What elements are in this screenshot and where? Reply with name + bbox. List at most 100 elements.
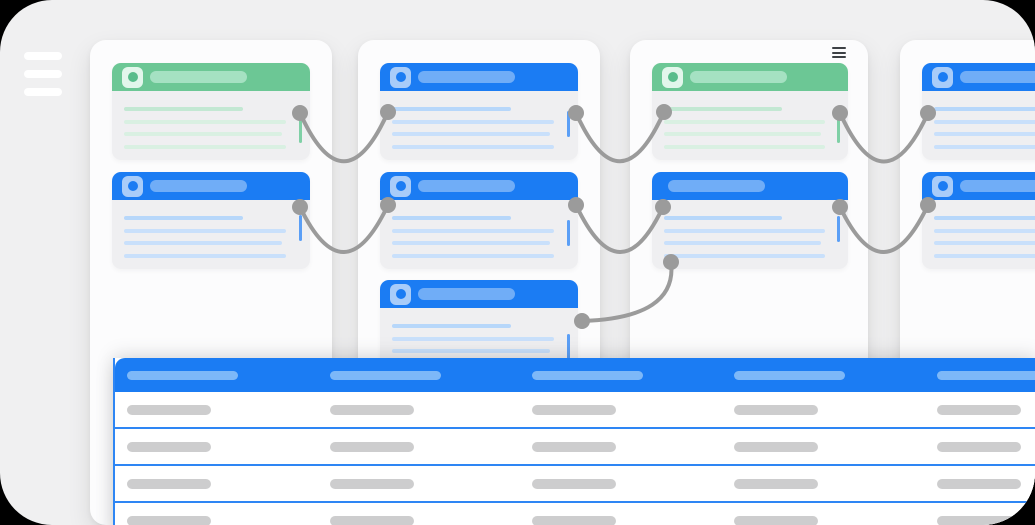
table-cell-placeholder [937,441,1021,452]
table-row[interactable] [115,501,1035,525]
table-header-row [115,358,1035,392]
card-type-icon [932,66,953,88]
task-card-blue[interactable] [112,172,310,269]
card-body [112,200,310,269]
card-header [380,172,578,200]
card-header [922,63,1035,91]
card-text-placeholder [124,229,287,233]
table-cell-placeholder [127,515,211,525]
card-status-tick [836,216,840,242]
card-title-placeholder [668,180,765,192]
task-card-blue[interactable] [922,63,1035,160]
card-type-icon [662,66,683,88]
card-text-placeholder [934,145,1035,149]
card-text-placeholder [392,216,511,220]
card-text-placeholder [664,216,782,220]
card-body [922,200,1035,269]
hamburger-icon-bar [24,88,62,96]
card-text-placeholder [392,145,555,149]
card-text-placeholder [664,145,825,149]
card-body [112,91,310,160]
task-card-blue[interactable] [922,172,1035,269]
table-cell-placeholder [330,515,414,525]
card-type-icon-dot [395,181,406,191]
card-text-placeholder [934,107,1035,111]
card-header [380,280,578,308]
table-row[interactable] [115,464,1035,501]
column-menu-icon[interactable] [832,47,846,61]
column-menu-icon-bar [832,51,846,54]
card-type-icon [122,66,143,88]
card-body [380,200,578,269]
card-body [652,91,848,160]
table-cell-placeholder [127,404,211,415]
card-type-icon-dot [667,72,678,82]
task-card-green[interactable] [652,63,848,160]
card-type-icon [122,175,143,197]
card-text-placeholder [124,107,243,111]
card-text-placeholder [664,254,825,258]
card-title-placeholder [690,71,787,83]
table-cell-placeholder [532,441,616,452]
card-status-tick [298,117,302,143]
table-row[interactable] [115,427,1035,464]
task-card-blue[interactable] [380,172,578,269]
card-text-placeholder [664,132,821,136]
card-type-icon [390,66,411,88]
card-text-placeholder [124,216,243,220]
card-type-icon [390,283,411,305]
card-text-placeholder [124,145,287,149]
card-title-placeholder [960,180,1035,192]
table-cell-placeholder [734,478,818,489]
card-type-icon [390,175,411,197]
card-type-icon-dot [127,72,138,82]
card-status-tick [566,220,570,246]
card-text-placeholder [124,254,287,258]
card-title-placeholder [150,180,247,192]
card-text-placeholder [392,132,551,136]
card-header [652,63,848,91]
main-menu-button[interactable] [24,52,62,106]
card-type-icon-dot [937,72,948,82]
table-cell-placeholder [532,515,616,525]
card-status-tick [566,111,570,137]
card-type-icon-dot [937,181,948,191]
table-cell-placeholder [330,404,414,415]
hamburger-icon-bar [24,52,62,60]
card-text-placeholder [934,254,1035,258]
card-status-tick [836,117,840,143]
card-text-placeholder [392,349,551,353]
table-cell-placeholder [937,404,1021,415]
card-text-placeholder [934,229,1035,233]
card-status-tick [298,215,302,241]
table-row[interactable] [115,392,1035,427]
column-menu-icon-bar [832,56,846,58]
card-header [112,63,310,91]
task-card-green[interactable] [112,63,310,160]
card-title-placeholder [960,71,1035,83]
table-cell-placeholder [734,404,818,415]
card-text-placeholder [664,120,825,124]
card-text-placeholder [124,120,287,124]
card-text-placeholder [664,229,825,233]
task-card-blue[interactable] [380,63,578,160]
card-header [922,172,1035,200]
kanban-column-1 [90,40,332,525]
card-body [922,91,1035,160]
table-cell-placeholder [937,478,1021,489]
card-header [112,172,310,200]
table-cell-placeholder [734,441,818,452]
card-text-placeholder [124,241,283,245]
table-cell-placeholder [330,441,414,452]
hamburger-icon-bar [24,70,62,78]
card-text-placeholder [392,324,511,328]
card-title-placeholder [418,71,515,83]
card-text-placeholder [392,241,551,245]
data-table [113,358,1035,525]
task-card-blue[interactable] [652,172,848,269]
card-text-placeholder [934,241,1035,245]
card-header [652,172,848,200]
card-body [380,91,578,160]
table-cell-placeholder [330,478,414,489]
